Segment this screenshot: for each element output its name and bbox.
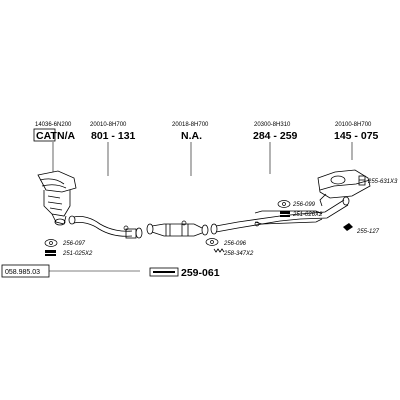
part-number-rear-muffler[interactable]: 145 - 075 (334, 130, 379, 142)
accessory-ref-251-026X2[interactable]: 251-026X2 (292, 212, 323, 218)
bolt-icon (45, 250, 56, 256)
exhaust-manifold[interactable] (37, 170, 77, 226)
accessory-ref-256-096[interactable]: 256-096 (223, 241, 247, 247)
gasket-icon (44, 239, 58, 247)
rubber-hanger-icon (358, 175, 366, 186)
accessory-ref-258-347X2[interactable]: 258-347X2 (223, 251, 254, 257)
part-number-front-pipe[interactable]: 801 - 131 (91, 130, 136, 142)
part-number-center-pipe[interactable]: 284 - 259 (253, 130, 298, 142)
bolt-icon (280, 211, 290, 217)
leader-lines (52, 142, 353, 176)
accessory-ref-255-127[interactable]: 255-127 (356, 229, 380, 235)
rear-muffler[interactable] (317, 169, 371, 207)
cat-badge-box (33, 128, 56, 142)
accessory-ref-251-025X2[interactable]: 251-025X2 (62, 251, 93, 257)
oem-number-manifold: 14036-6N200 (35, 122, 72, 128)
part-number-manifold[interactable]: N/A (57, 130, 76, 142)
mounting-kit-part-number[interactable]: 259-061 (181, 267, 220, 279)
diagram-code: 058.985.03 (5, 269, 40, 276)
mounting-kit-icon (149, 267, 179, 277)
oem-number-rear-muffler: 20100-8H700 (335, 122, 372, 128)
front-pipe[interactable] (68, 215, 143, 239)
accessory-ref-256-097[interactable]: 256-097 (62, 241, 86, 247)
gasket-icon (205, 238, 219, 246)
catalytic-converter[interactable] (146, 223, 209, 237)
hanger-icons (123, 220, 260, 231)
part-number-catalyst[interactable]: N.A. (181, 130, 202, 142)
clamp-icon (343, 223, 353, 231)
oem-number-center-pipe: 20300-8H310 (254, 122, 291, 128)
accessory-ref-256-099[interactable]: 256-099 (292, 202, 316, 208)
oem-number-front-pipe: 20010-8H700 (90, 122, 127, 128)
cat-badge: CAT (36, 130, 57, 142)
accessory-ref-255-631X3[interactable]: 255-631X3 (367, 179, 398, 185)
spring-icon (213, 248, 225, 253)
gasket-icon (277, 200, 291, 208)
oem-number-catalyst: 20018-8H700 (172, 122, 209, 128)
